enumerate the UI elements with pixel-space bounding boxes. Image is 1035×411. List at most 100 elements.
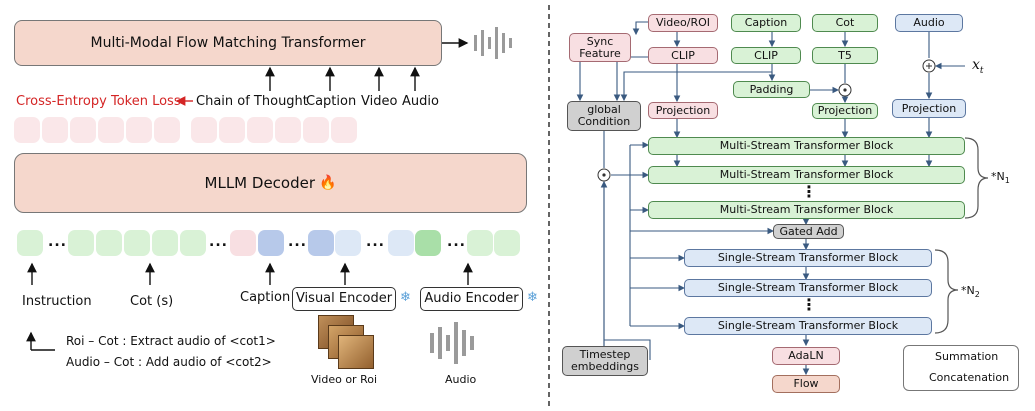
ms-block-2-label: Multi-Stream Transformer Block: [719, 168, 894, 181]
global-condition: global Condition: [567, 101, 641, 131]
caption-input-label: Caption: [240, 290, 291, 305]
output-token: [154, 117, 180, 143]
single-stream-block-2: Single-Stream Transformer Block: [684, 279, 932, 297]
xt-base: x: [972, 57, 980, 73]
video-roi-input: Video/ROI: [648, 14, 718, 32]
projection-text-label: Projection: [817, 104, 873, 117]
timestep-label: Timestep embeddings: [571, 348, 639, 373]
output-token: [219, 117, 245, 143]
audio-cot-example: Audio – Cot : Add audio of <cot2>: [66, 355, 272, 369]
audio-waveform-icon: [430, 322, 474, 364]
projection-audio-label: Projection: [901, 101, 957, 115]
ss-block-3-label: Single-Stream Transformer Block: [717, 319, 899, 332]
ellipsis-1: ...: [48, 234, 67, 250]
video-or-roi-label: Video or Roi: [311, 373, 377, 386]
legend: [903, 345, 1019, 391]
projection-video-label: Projection: [655, 103, 711, 117]
ss-block-2-label: Single-Stream Transformer Block: [717, 281, 899, 294]
n1-label: *N1: [991, 170, 1010, 185]
video-condition-label: Video: [361, 94, 398, 109]
projection-video: Projection: [648, 102, 718, 119]
multi-stream-block-1: Multi-Stream Transformer Block: [648, 137, 965, 155]
timestep-embeddings: Timestep embeddings: [562, 346, 648, 376]
output-token: [42, 117, 68, 143]
flow-output: Flow: [772, 375, 840, 393]
cot-input: Cot: [812, 14, 878, 32]
n1-sub: 1: [1004, 176, 1010, 186]
padding-block: Padding: [733, 81, 810, 98]
output-token: [303, 117, 329, 143]
single-stream-block-3: Single-Stream Transformer Block: [684, 317, 932, 335]
multi-stream-block-2: Multi-Stream Transformer Block: [648, 166, 965, 184]
output-token: [98, 117, 124, 143]
sync-feature: Sync Feature: [569, 33, 631, 62]
single-stream-block-1: Single-Stream Transformer Block: [684, 249, 932, 267]
output-token: [70, 117, 96, 143]
ms-vdots: ⋮: [801, 182, 817, 201]
output-token: [331, 117, 357, 143]
ms-block-3-label: Multi-Stream Transformer Block: [719, 203, 894, 216]
input-token: [180, 230, 206, 256]
flow-label: Flow: [793, 377, 819, 390]
audio-condition-label: Audio: [402, 94, 439, 109]
input-token: [124, 230, 150, 256]
n2-sub: 2: [974, 290, 980, 300]
ms-block-1-label: Multi-Stream Transformer Block: [719, 139, 894, 152]
gated-add: Gated Add: [773, 224, 844, 239]
caption-input: Caption: [731, 14, 801, 32]
output-token: [275, 117, 301, 143]
caption-label: Caption: [744, 16, 788, 29]
output-token: [126, 117, 152, 143]
sync-feature-label: Sync Feature: [579, 34, 621, 60]
clip-encoder-caption: CLIP: [731, 47, 801, 64]
multi-stream-block-3: Multi-Stream Transformer Block: [648, 201, 965, 219]
n2-label: *N2: [961, 284, 980, 299]
xt-label: xt: [972, 57, 984, 76]
mllm-decoder-label: MLLM Decoder: [204, 174, 316, 192]
output-token: [191, 117, 217, 143]
cot-input-label: Cot (s): [130, 294, 174, 309]
legend-summation-label: Summation: [935, 350, 999, 363]
input-token: [230, 230, 256, 256]
input-token: [96, 230, 122, 256]
n1-base: *N: [991, 170, 1005, 183]
padding-label: Padding: [749, 82, 794, 96]
fire-icon: 🔥: [319, 175, 337, 191]
input-token: [467, 230, 493, 256]
n2-base: *N: [961, 284, 975, 297]
input-token: [152, 230, 178, 256]
input-token: [388, 230, 414, 256]
t5-encoder: T5: [812, 47, 878, 64]
cross-entropy-loss-label: Cross-Entropy Token Loss: [16, 94, 181, 109]
gated-add-label: Gated Add: [779, 224, 838, 238]
ss-vdots: ⋮: [801, 295, 817, 314]
audio-input: Audio: [895, 14, 963, 32]
legend-concat-label: Concatenation: [929, 371, 1010, 384]
projection-text: Projection: [812, 103, 878, 119]
visual-encoder: Visual Encoder: [292, 287, 396, 311]
roi-cot-example: Roi – Cot : Extract audio of <cot1>: [66, 334, 276, 348]
cot-condition-label: Chain of Thought: [196, 94, 308, 109]
caption-condition-label: Caption: [306, 94, 357, 109]
input-token: [494, 230, 520, 256]
ellipsis-5: ...: [447, 234, 466, 250]
video-roi-label: Video/ROI: [655, 16, 711, 29]
instruction-label: Instruction: [22, 294, 92, 309]
input-token: [17, 230, 43, 256]
audio-label-bottom: Audio: [445, 373, 477, 386]
output-token: [14, 117, 40, 143]
clip-video-label: CLIP: [671, 48, 695, 62]
ellipsis-3: ...: [288, 234, 307, 250]
ss-block-1-label: Single-Stream Transformer Block: [717, 251, 899, 264]
input-token: [258, 230, 284, 256]
input-token: [68, 230, 94, 256]
snowflake-icon-audio: ❄: [527, 290, 538, 305]
adaln-label: AdaLN: [788, 349, 824, 362]
video-frames-image: [318, 315, 374, 369]
ellipsis-4: ...: [366, 234, 385, 250]
ellipsis-2: ...: [209, 234, 228, 250]
visual-encoder-label: Visual Encoder: [295, 291, 393, 306]
global-condition-label: global Condition: [577, 103, 631, 128]
